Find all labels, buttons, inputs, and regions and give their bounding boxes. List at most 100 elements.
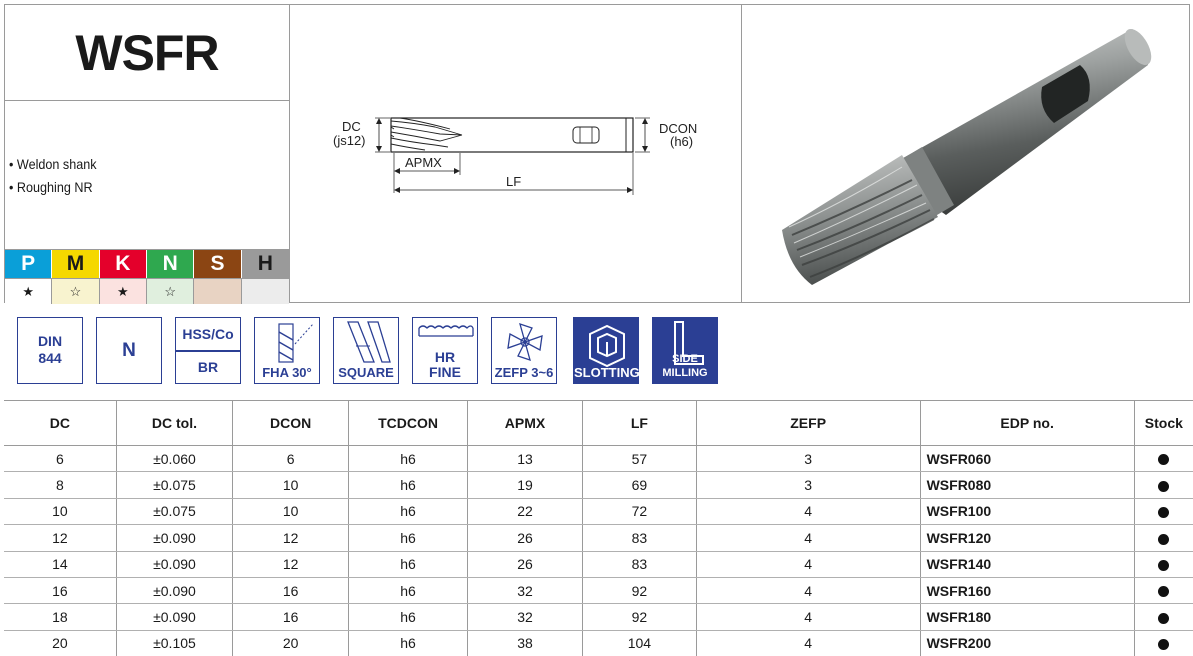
product-image [742,5,1190,303]
in-stock-icon [1158,586,1170,598]
table-cell: 19 [467,471,584,499]
in-stock-icon [1158,454,1170,466]
table-cell: ±0.090 [116,524,234,552]
table-cell: h6 [348,551,468,578]
table-cell: 16 [4,577,117,605]
column-header: ZEFP [696,400,921,446]
table-cell: ±0.075 [116,471,234,499]
table-cell: 38 [467,630,584,656]
table-cell: 6 [4,445,117,473]
icon-label: ZEFP 3~6 [494,365,554,380]
icon-label: SLOTTING [574,365,640,380]
column-header: DC tol. [116,400,234,446]
table-header-row: DC DC tol. DCON TCDCON APMX LF ZEFP EDP … [4,400,1193,446]
table-cell: 6 [232,445,350,473]
stock-cell [1134,551,1193,578]
column-header: DC [4,400,117,446]
table-cell: 32 [467,577,584,605]
table-cell: ±0.060 [116,445,234,473]
table-cell: 26 [467,551,584,578]
side-milling-icon: SIDE MILLING [652,317,718,384]
table-cell: 92 [582,577,697,605]
table-cell: h6 [348,498,468,526]
column-header: APMX [467,400,584,446]
din-844-icon: DIN 844 [17,317,83,384]
table-cell: 8 [4,471,117,499]
table-cell: 13 [467,445,584,473]
table-cell: 3 [696,471,921,499]
material-hss-co-icon: HSS/Co BR [175,317,241,384]
edp-number-cell: WSFR180 [920,603,1135,631]
icon-label: SQUARE [338,365,394,380]
table-cell: 4 [696,524,921,552]
table-cell: h6 [348,471,468,499]
table-cell: 10 [4,498,117,526]
table-cell: 26 [467,524,584,552]
table-cell: 18 [4,603,117,631]
table-cell: 16 [232,577,350,605]
table-cell: 3 [696,445,921,473]
table-cell: 4 [696,498,921,526]
apmx-label: APMX [405,155,442,170]
edp-number-cell: WSFR200 [920,630,1135,656]
table-cell: 83 [582,524,697,552]
in-stock-icon [1158,480,1170,492]
divider [289,5,290,302]
table-cell: 12 [232,524,350,552]
table-cell: h6 [348,445,468,473]
column-header: LF [582,400,697,446]
edp-number-cell: WSFR100 [920,498,1135,526]
tool-type-n-icon: N [96,317,162,384]
material-n-header: N [146,250,195,278]
material-s-header: S [194,250,242,278]
stock-cell [1134,445,1193,473]
material-m-rating: ☆ [52,278,100,304]
icon-text: BR [197,359,219,375]
divider [741,5,742,302]
feature-item: Weldon shank [9,153,97,176]
edp-number-cell: WSFR120 [920,524,1135,552]
table-cell: h6 [348,603,468,631]
helix-angle-icon: FHA 30° [254,317,320,384]
stock-cell [1134,630,1193,656]
material-h-header: H [241,250,289,278]
roughing-fine-icon: HR FINE [412,317,478,384]
icon-text: DIN [37,333,63,349]
specification-table: DC DC tol. DCON TCDCON APMX LF ZEFP EDP … [4,400,1193,656]
table-cell: 12 [232,551,350,578]
material-k-header: K [99,250,147,278]
table-cell: 4 [696,551,921,578]
table-cell: 12 [4,524,117,552]
column-header: DCON [232,400,350,446]
table-cell: ±0.105 [116,630,234,656]
material-k-rating: ★ [99,278,147,304]
product-title: WSFR [5,5,289,101]
table-cell: 32 [467,603,584,631]
dc-label: DC [342,119,361,134]
square-end-icon: SQUARE [333,317,399,384]
icon-label: FHA 30° [262,365,312,380]
dcon-tolerance-label: (h6) [670,134,693,149]
table-cell: 69 [582,471,697,499]
table-cell: 14 [4,551,117,578]
edp-number-cell: WSFR060 [920,445,1135,473]
edp-number-cell: WSFR080 [920,471,1135,499]
table-cell: 4 [696,630,921,656]
icon-text: HR [434,349,456,365]
material-s-rating [194,278,242,304]
material-n-rating: ☆ [146,278,195,304]
dc-tolerance-label: (js12) [333,133,366,148]
table-cell: ±0.075 [116,498,234,526]
table-cell: 104 [582,630,697,656]
material-p-header: P [5,250,53,278]
table-cell: 20 [232,630,350,656]
table-cell: 57 [582,445,697,473]
edp-number-cell: WSFR140 [920,551,1135,578]
stock-cell [1134,577,1193,605]
